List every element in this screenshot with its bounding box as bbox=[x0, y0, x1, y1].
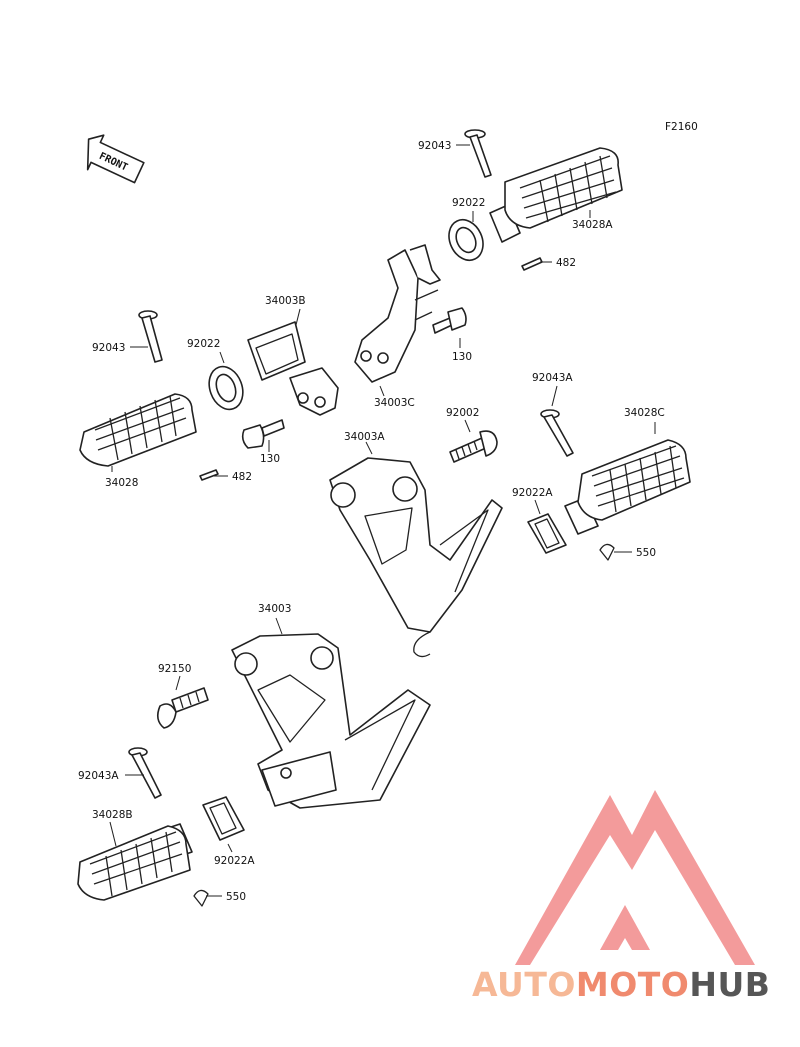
pin-92043-left bbox=[138, 310, 163, 363]
label-34003C: 34003C bbox=[374, 397, 415, 409]
label-482-left: 482 bbox=[232, 471, 252, 483]
washer-92022-left bbox=[208, 365, 244, 411]
footpeg-34028A bbox=[448, 129, 623, 271]
label-34028: 34028 bbox=[105, 477, 138, 489]
bolt-130-left bbox=[241, 419, 285, 449]
pin-92043-top bbox=[464, 129, 492, 178]
washer-92022-top bbox=[448, 219, 484, 261]
label-92002: 92002 bbox=[446, 407, 479, 419]
bolt-130-mid bbox=[432, 307, 467, 334]
bracket-34003B bbox=[247, 321, 339, 416]
label-34003A: 34003A bbox=[344, 431, 385, 443]
label-92043A-right: 92043A bbox=[532, 372, 573, 384]
footpeg-rubber-34028C bbox=[564, 439, 691, 535]
cotter-482-left bbox=[199, 469, 219, 481]
brand-hub: HUB bbox=[689, 965, 770, 1004]
footpeg-34028C bbox=[527, 409, 691, 561]
label-34028B: 34028B bbox=[92, 809, 133, 821]
brand-moto: MOTO bbox=[576, 965, 689, 1004]
footpeg-rubber-34028 bbox=[79, 393, 197, 467]
label-92022-left: 92022 bbox=[187, 338, 220, 350]
footpeg-rubber-34028A bbox=[489, 147, 623, 243]
bolt-92150 bbox=[156, 687, 209, 729]
label-34028C: 34028C bbox=[624, 407, 665, 419]
footpeg-rubber-34028B bbox=[77, 823, 193, 901]
bracket-34003C bbox=[354, 244, 441, 383]
washer-92022A-left bbox=[202, 796, 245, 841]
automotohub-watermark: AUTOMOTOHUB bbox=[472, 790, 770, 1004]
label-34003: 34003 bbox=[258, 603, 291, 615]
bracket-34003A bbox=[329, 457, 503, 658]
label-34003B: 34003B bbox=[265, 295, 306, 307]
automotohub-logo-icon bbox=[515, 790, 755, 965]
footpeg-34028B bbox=[77, 747, 245, 907]
footpeg-34028 bbox=[79, 310, 285, 481]
label-130-mid: 130 bbox=[452, 351, 472, 363]
label-92043A-left: 92043A bbox=[78, 770, 119, 782]
watermark-text: AUTOMOTOHUB bbox=[472, 965, 770, 1004]
brand-auto: AUTO bbox=[472, 965, 576, 1004]
label-92022A-right: 92022A bbox=[512, 487, 553, 499]
bracket-34003 bbox=[231, 633, 431, 809]
cotter-550-left bbox=[193, 889, 209, 907]
figure-code: F2160 bbox=[665, 121, 698, 133]
pin-92043A-right bbox=[540, 409, 574, 457]
cotter-482-top bbox=[521, 257, 543, 271]
label-92150: 92150 bbox=[158, 663, 191, 675]
label-482-top: 482 bbox=[556, 257, 576, 269]
bolt-92002 bbox=[449, 430, 498, 463]
label-92022-top: 92022 bbox=[452, 197, 485, 209]
washer-92022A-right bbox=[527, 513, 567, 554]
label-130-left: 130 bbox=[260, 453, 280, 465]
leader-lines bbox=[109, 144, 656, 897]
cotter-550-right bbox=[599, 543, 615, 561]
label-34028A: 34028A bbox=[572, 219, 613, 231]
label-550-left: 550 bbox=[226, 891, 246, 903]
front-arrow-icon: FRONT bbox=[86, 134, 145, 184]
label-92022A-left: 92022A bbox=[214, 855, 255, 867]
label-92043-top: 92043 bbox=[418, 140, 451, 152]
pin-92043A-left bbox=[128, 747, 162, 799]
label-92043-left: 92043 bbox=[92, 342, 125, 354]
part-labels: 92043 92022 34028A 482 34003B 130 34003C… bbox=[78, 140, 665, 903]
label-550-right: 550 bbox=[636, 547, 656, 559]
